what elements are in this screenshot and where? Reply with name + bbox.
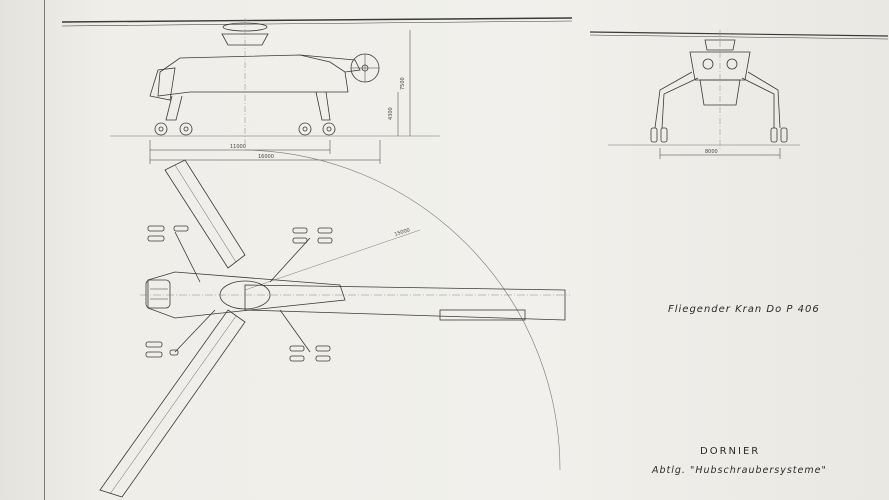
top-wheels-front-right	[292, 227, 333, 244]
side-tail-boom	[299, 54, 361, 73]
top-wheels-front-left	[147, 225, 189, 242]
dim-height-body: 4300	[388, 107, 394, 120]
dim-length: 16000	[258, 154, 274, 160]
side-fuselage	[157, 54, 349, 97]
dim-wheelbase: 11000	[230, 144, 246, 150]
top-wheels-rear-right	[289, 345, 331, 362]
top-strut-front-left	[174, 231, 201, 283]
side-front-leg	[165, 95, 183, 121]
top-blade-tab	[439, 309, 526, 321]
front-rotor-blade	[589, 31, 889, 37]
sheet-border-line	[44, 0, 45, 500]
side-rotor-blade-edge	[61, 20, 573, 27]
front-engines	[689, 51, 751, 81]
department-name: Abtlg. "Hubschraubersysteme"	[652, 465, 827, 476]
top-rotor-blade-upper	[164, 159, 246, 269]
top-view	[99, 149, 570, 498]
side-rotor-blade	[61, 17, 573, 23]
front-right-leg-inner	[741, 77, 775, 128]
dim-track: 8000	[705, 149, 718, 155]
side-view	[61, 17, 573, 164]
top-strut-rear-right	[279, 309, 311, 353]
top-wheels-rear-left	[145, 341, 179, 358]
top-rotor-blade-right	[244, 284, 566, 321]
front-right-leg	[747, 71, 781, 129]
rotor-disc-arc	[244, 149, 561, 471]
company-name: DORNIER	[700, 446, 761, 457]
front-engine-left	[702, 58, 714, 70]
dim-rotor-radius: 15000	[394, 227, 411, 238]
front-left-leg	[654, 71, 693, 129]
top-fuselage	[147, 271, 346, 319]
front-left-leg-inner	[661, 77, 699, 129]
front-view	[589, 30, 889, 159]
top-rotor-blade-lower	[99, 309, 246, 498]
side-front-wheels	[154, 122, 193, 136]
dim-height-overall: 7500	[400, 77, 406, 90]
front-rotor-mast	[704, 39, 736, 51]
drawing-title: Fliegender Kran Do P 406	[668, 304, 820, 315]
top-strut-rear-left	[174, 309, 216, 353]
side-rear-wheels	[298, 122, 336, 136]
top-cockpit	[145, 279, 171, 309]
front-fuselage	[699, 79, 741, 106]
top-strut-front-right	[269, 237, 311, 283]
side-rear-leg	[315, 91, 331, 121]
front-left-wheels	[650, 127, 668, 143]
front-right-wheels	[770, 127, 788, 143]
front-engine-right	[726, 58, 738, 70]
side-cockpit	[149, 67, 176, 101]
side-rotor-mast	[221, 33, 269, 46]
